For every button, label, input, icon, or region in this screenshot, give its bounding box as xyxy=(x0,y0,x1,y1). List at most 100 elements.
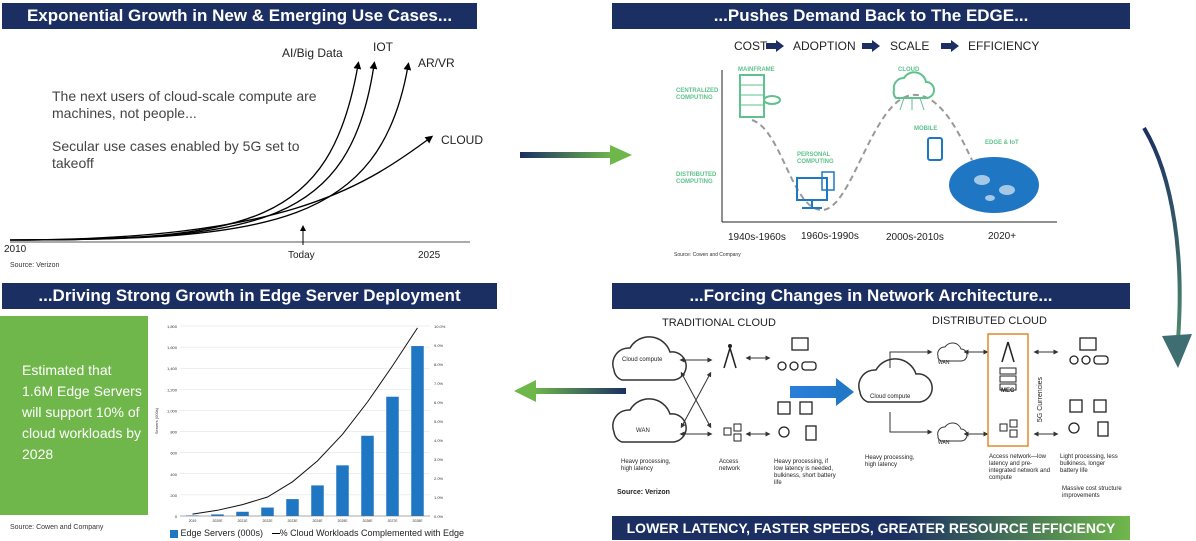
callout-box xyxy=(0,316,148,515)
trad-cloud-title: TRADITIONAL CLOUD xyxy=(662,317,776,329)
x-tick-label: 2023E xyxy=(287,519,298,523)
label-wan-bottom: WAN xyxy=(938,440,950,446)
edge-iot-cloud-icon xyxy=(949,157,1039,213)
flow-efficiency: EFFICIENCY xyxy=(968,39,1040,53)
bar xyxy=(311,485,324,516)
x-tick-label: 2026E xyxy=(362,519,373,523)
arrow-right-icon xyxy=(520,145,632,165)
x-tick-label: 2027E xyxy=(387,519,398,523)
y-tick-label: 0 xyxy=(175,514,178,519)
era-1: 1940s-1960s xyxy=(728,232,786,243)
x-label-today: Today xyxy=(288,250,315,261)
tower-icon xyxy=(723,344,737,369)
bar xyxy=(411,346,424,516)
mec-box xyxy=(987,333,1029,447)
label-cloud-compute-left: Cloud compute xyxy=(622,357,663,363)
devices-icons-right xyxy=(1068,337,1109,437)
y2-tick-label: 5.0% xyxy=(434,419,444,424)
node-cloud: CLOUD xyxy=(898,67,920,73)
panel3-source: Source: Cowen and Company xyxy=(10,524,104,531)
node-edge-iot: EDGE & IoT xyxy=(985,140,1019,146)
label-cloud-compute-center: Cloud compute xyxy=(870,394,911,400)
bar xyxy=(361,435,374,516)
x-tick-label: 2021E xyxy=(237,519,248,523)
y2-tick-label: 6.0% xyxy=(434,400,444,405)
y-tick-label: 400 xyxy=(170,472,177,477)
legend-bar-swatch xyxy=(170,529,178,538)
panel1-text-machines: The next users of cloud-scale compute ar… xyxy=(52,88,317,121)
arrow-left-icon xyxy=(514,380,626,402)
legend-line-swatch xyxy=(271,533,280,535)
edge-server-chart: 02004006008001,0001,2001,4001,6001,8000.… xyxy=(154,324,446,523)
x-tick-label: 2022E xyxy=(262,519,273,523)
y-tick-label: 1,800 xyxy=(167,324,178,329)
y2-tick-label: 9.0% xyxy=(434,343,444,348)
bar xyxy=(261,507,274,516)
note-access: Access network xyxy=(719,459,741,472)
dist-cloud-title: DISTRIBUTED CLOUD xyxy=(932,315,1047,327)
flow-arrows-icon xyxy=(766,40,959,52)
era-3: 2000s-2010s xyxy=(886,232,944,243)
note-heavy: Heavy processing, high latency xyxy=(621,459,671,472)
workload-line xyxy=(192,327,418,515)
access-node-icon xyxy=(723,423,742,442)
y-tick-label: 1,600 xyxy=(167,345,178,350)
y2-tick-label: 2.0% xyxy=(434,476,444,481)
curved-arrow-down-icon xyxy=(1142,126,1192,368)
mec-tower-icon xyxy=(1001,341,1015,363)
curve-label-iot: IOT xyxy=(373,40,393,54)
legend-line-label: % Cloud Workloads Complemented with Edge xyxy=(279,528,465,538)
panel1-source: Source: Verizon xyxy=(10,262,60,269)
label-5g-currencies: 5G Currencies xyxy=(1037,376,1045,423)
node-mainframe: MAINFRAME xyxy=(738,67,775,73)
y-tick-label: 1,200 xyxy=(167,387,178,392)
footer-banner: LOWER LATENCY, FASTER SPEEDS, GREATER RE… xyxy=(612,516,1130,540)
cloud-icon xyxy=(892,71,935,111)
y2-tick-label: 0.0% xyxy=(434,514,444,519)
flow-cost: COST xyxy=(734,39,768,53)
y-label-centralized: CENTRALIZED COMPUTING xyxy=(676,88,719,101)
era-4: 2020+ xyxy=(988,231,1017,242)
growth-curves-diagram xyxy=(9,61,470,245)
wan-cloud-bottom-icon xyxy=(937,422,968,442)
panel2-source: Source: Cowen and Company xyxy=(674,252,741,258)
y-tick-label: 200 xyxy=(170,493,177,498)
y-tick-label: 800 xyxy=(170,430,177,435)
flow-scale: SCALE xyxy=(890,39,930,53)
panel3-title: ...Driving Strong Growth in Edge Server … xyxy=(2,283,497,309)
legend-bar-label: Edge Servers (000s) xyxy=(180,528,264,538)
y2-tick-label: 1.0% xyxy=(434,495,444,500)
bar xyxy=(236,511,249,516)
bar xyxy=(211,514,224,516)
note-heavy-if: Heavy processing, if low latency is need… xyxy=(774,459,836,486)
y-label-distributed: DISTRIBUTED COMPUTING xyxy=(676,172,717,185)
mobile-icon xyxy=(927,137,943,161)
wan-cloud-icon xyxy=(612,398,687,443)
x-label-2010: 2010 xyxy=(4,244,27,255)
y2-tick-label: 7.0% xyxy=(434,381,444,386)
bar xyxy=(386,396,399,516)
node-mobile: MOBILE xyxy=(914,126,938,132)
y2-tick-label: 4.0% xyxy=(434,438,444,443)
panel4-title: ...Forcing Changes in Network Architectu… xyxy=(612,283,1130,309)
label-mec: MEC xyxy=(1001,388,1015,394)
mainframe-icon xyxy=(739,74,781,118)
flow-adoption: ADOPTION xyxy=(793,39,856,53)
y-tick-label: 600 xyxy=(170,451,177,456)
note-heavy-center: Heavy processing, high latency xyxy=(865,455,915,468)
y-axis-label: Servers (000s) xyxy=(154,407,159,434)
x-tick-label: 2028E xyxy=(412,519,423,523)
x-tick-label: 2024E xyxy=(312,519,323,523)
wan-cloud-top-icon xyxy=(937,342,968,362)
network-architecture-diagram xyxy=(612,333,1109,447)
computing-cycle-diagram xyxy=(721,70,1057,223)
x-tick-label: 2019 xyxy=(189,519,197,523)
cloud-compute-center-icon xyxy=(858,358,933,403)
curve-label-cloud: CLOUD xyxy=(441,133,484,147)
devices-icons-left xyxy=(777,337,817,441)
blue-arrow-icon xyxy=(790,378,854,406)
label-wan-top: WAN xyxy=(938,360,950,366)
chart-legend: Edge Servers (000s) % Cloud Workloads Co… xyxy=(170,528,464,538)
cloud-compute-icon xyxy=(612,336,687,381)
panel2-title: ...Pushes Demand Back to The EDGE... xyxy=(612,3,1130,29)
